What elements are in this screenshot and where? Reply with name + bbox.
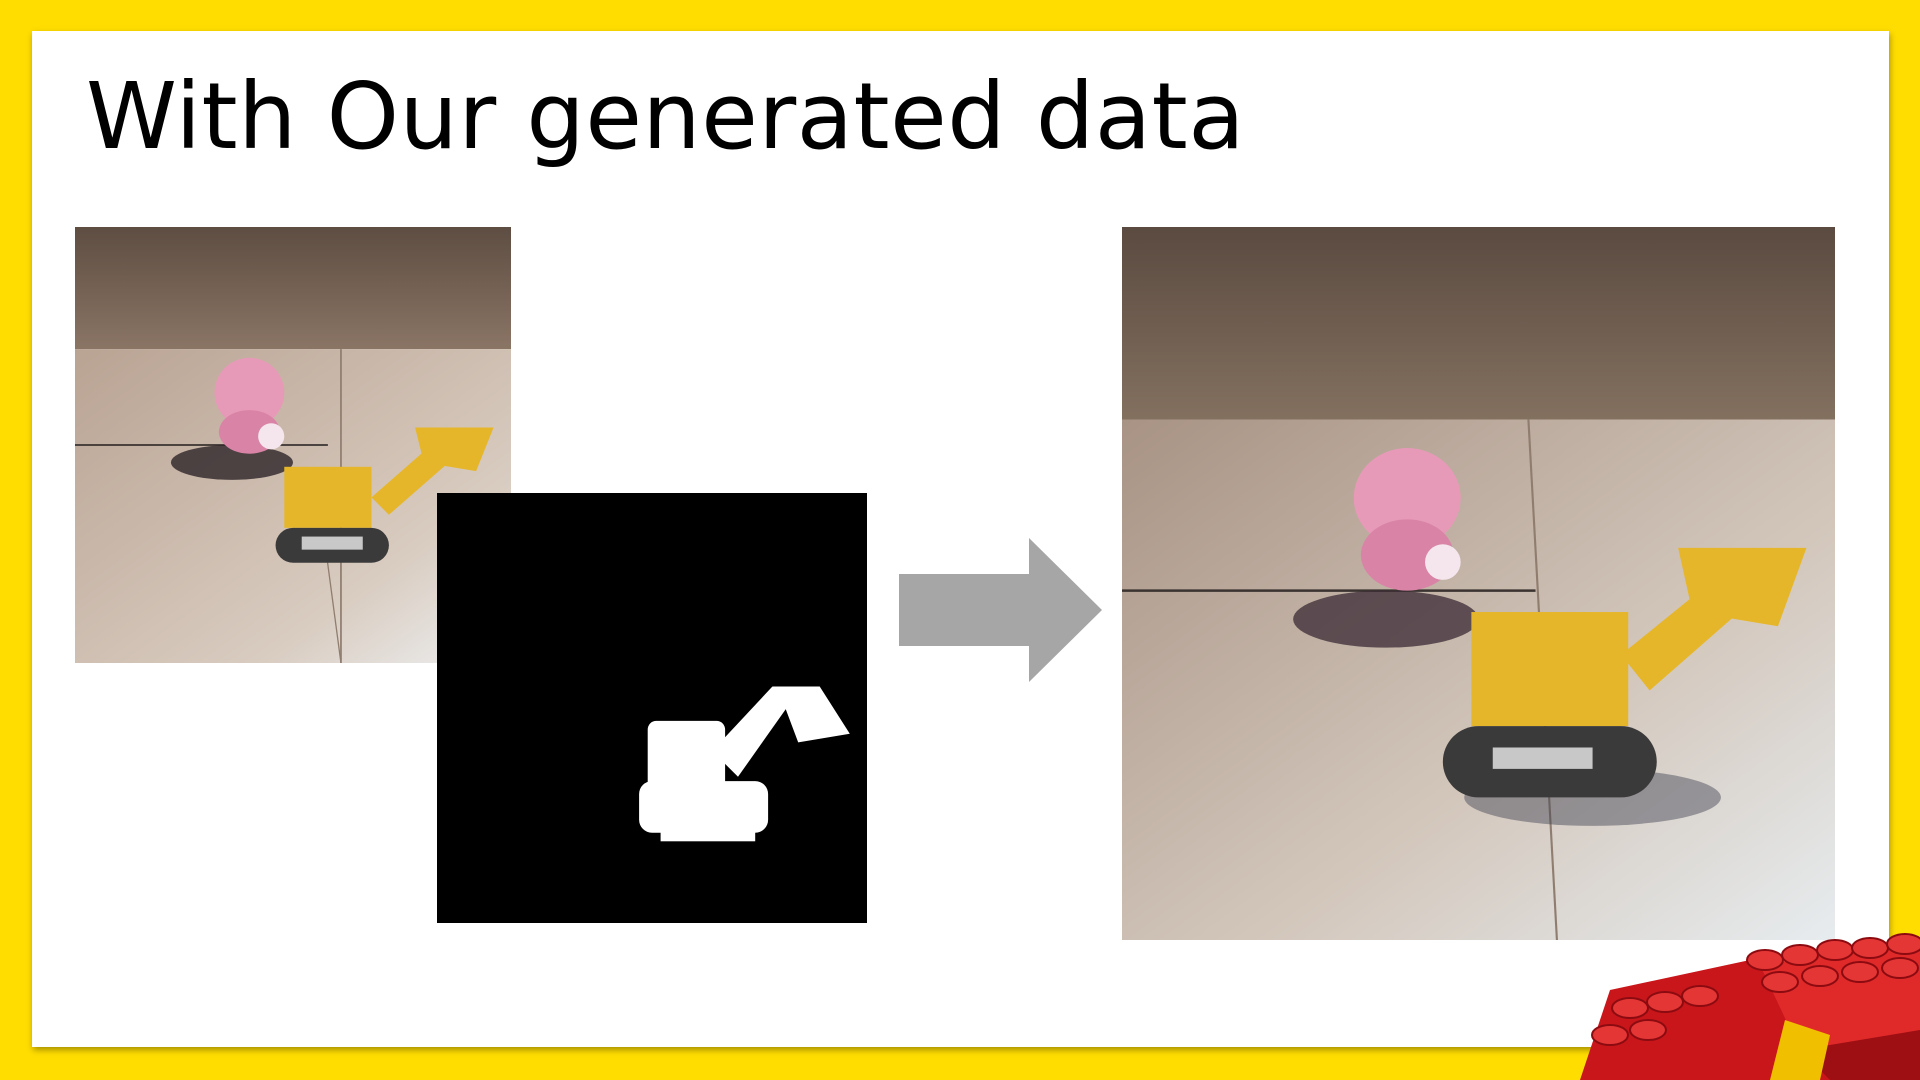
mask-image [437,493,867,923]
slide-title: With Our generated data [86,63,1246,170]
right-arrow-icon [899,538,1102,682]
output-photo [1122,227,1835,940]
lego-brick-icon [1580,933,1920,1080]
